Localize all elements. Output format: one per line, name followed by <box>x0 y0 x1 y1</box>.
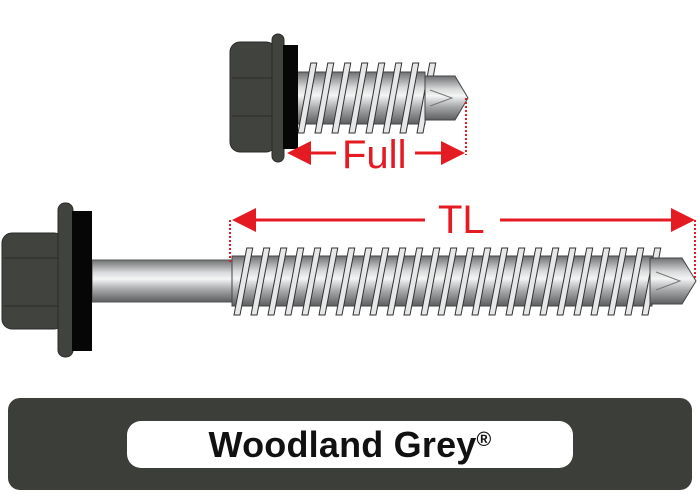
thread-crest <box>505 247 526 316</box>
thread-crest <box>403 247 424 316</box>
thread-crest <box>437 247 458 316</box>
thread-crest <box>352 247 373 316</box>
thread-crest <box>233 247 254 316</box>
thread-crest <box>348 62 369 134</box>
thread-crest <box>335 247 356 316</box>
thread-crest <box>301 247 322 316</box>
thread-crest <box>471 247 492 316</box>
short-screw-icon <box>229 33 469 163</box>
thread-crest <box>314 62 335 134</box>
thread-crest <box>250 247 271 316</box>
thread-crest <box>522 247 543 316</box>
full-label: Full <box>336 135 413 175</box>
thread-crest <box>590 247 611 316</box>
color-name-pill: Woodland Grey® <box>127 421 573 468</box>
tl-label: TL <box>432 200 491 240</box>
thread-crest <box>454 247 475 316</box>
thread-crest <box>607 247 628 316</box>
thread-crest <box>386 247 407 316</box>
tl-dimension <box>229 208 696 280</box>
color-name: Woodland Grey <box>208 423 477 465</box>
thread-crest <box>318 247 339 316</box>
full-dimension <box>287 98 467 165</box>
thread-crest <box>267 247 288 316</box>
registered-mark: ® <box>476 429 492 451</box>
thread-crest <box>624 247 645 316</box>
thread-crest <box>399 62 420 134</box>
thread-crest <box>369 247 390 316</box>
thread-crest <box>297 62 318 134</box>
thread-crest <box>488 247 509 316</box>
thread-crest <box>573 247 594 316</box>
thread-crest <box>556 247 577 316</box>
long-screw-icon <box>1 202 697 358</box>
thread-crest <box>284 247 305 316</box>
thread-crest <box>539 247 560 316</box>
thread-crest <box>420 247 441 316</box>
thread-crest <box>382 62 403 134</box>
thread-crest <box>331 62 352 134</box>
thread-crest <box>365 62 386 134</box>
